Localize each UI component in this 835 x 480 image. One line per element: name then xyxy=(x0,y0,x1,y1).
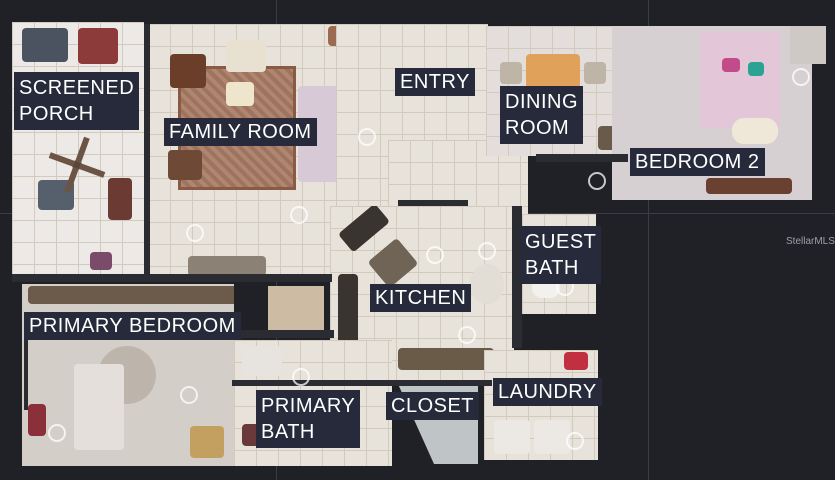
viewpoint-marker[interactable] xyxy=(358,128,376,146)
wall xyxy=(12,274,332,282)
primary-bed xyxy=(74,364,124,450)
bed-2 xyxy=(700,32,780,128)
viewpoint-marker[interactable] xyxy=(478,242,496,260)
viewpoint-marker[interactable] xyxy=(426,246,444,264)
hall-closet xyxy=(268,286,324,330)
primary-bedroom-label: PRIMARY BEDROOM xyxy=(24,312,241,340)
side-chair xyxy=(168,150,202,180)
viewpoint-marker[interactable] xyxy=(588,172,606,190)
dining-chair xyxy=(500,62,522,84)
porch-stool xyxy=(90,252,112,270)
dryer xyxy=(534,420,570,454)
guest-bath-label: GUEST BATH xyxy=(520,226,602,284)
dining-chair xyxy=(584,62,606,84)
wall xyxy=(234,330,334,338)
grid-line xyxy=(648,0,649,480)
dresser xyxy=(706,178,792,194)
porch-rug xyxy=(108,178,132,220)
screened-porch-label: SCREENED PORCH xyxy=(14,72,140,130)
kitchen-table xyxy=(470,264,504,304)
viewpoint-marker[interactable] xyxy=(566,432,584,450)
bedroom-2-closet xyxy=(790,26,826,64)
bedroom-2-rug xyxy=(732,118,778,144)
viewpoint-marker[interactable] xyxy=(290,206,308,224)
ottoman xyxy=(226,82,254,106)
family-room-label: FAMILY ROOM xyxy=(164,118,317,146)
laundry-basket xyxy=(564,352,588,370)
entry-label: ENTRY xyxy=(395,68,475,96)
screened-porch-area[interactable] xyxy=(12,22,144,274)
viewpoint-marker[interactable] xyxy=(292,368,310,386)
primary-closet-shelf xyxy=(28,286,234,304)
viewpoint-marker[interactable] xyxy=(180,386,198,404)
bedroom-chair xyxy=(28,404,46,436)
vanity xyxy=(242,346,282,376)
dining-room-label: DINING ROOM xyxy=(500,86,583,144)
recliner xyxy=(170,54,206,88)
viewpoint-marker[interactable] xyxy=(48,424,66,442)
wall xyxy=(144,24,150,276)
ceiling-fan-icon xyxy=(48,136,106,194)
nightstand xyxy=(190,426,224,458)
viewpoint-marker[interactable] xyxy=(792,68,810,86)
wall xyxy=(24,340,28,410)
viewpoint-marker[interactable] xyxy=(458,326,476,344)
pillow xyxy=(722,58,740,72)
pillow xyxy=(748,62,764,76)
porch-table xyxy=(78,28,118,64)
kitchen-label: KITCHEN xyxy=(370,284,472,312)
wall xyxy=(398,200,468,206)
wall xyxy=(232,380,492,386)
primary-bath-label: PRIMARY BATH xyxy=(256,390,361,448)
dining-table xyxy=(526,54,580,90)
watermark: StellarMLS xyxy=(786,236,835,247)
kitchen-counter-bottom xyxy=(398,348,494,370)
bedroom-2-label: BEDROOM 2 xyxy=(630,148,765,176)
wall xyxy=(512,206,522,348)
armchair xyxy=(226,40,266,72)
viewpoint-marker[interactable] xyxy=(186,224,204,242)
kitchen-island xyxy=(367,237,419,289)
kitchen-counter xyxy=(337,206,391,253)
tv-console xyxy=(188,256,266,276)
laundry-label: LAUNDRY xyxy=(493,378,602,406)
wall xyxy=(536,154,628,162)
closet-label: CLOSET xyxy=(386,392,480,420)
washer xyxy=(494,420,530,454)
porch-chair xyxy=(22,28,68,62)
